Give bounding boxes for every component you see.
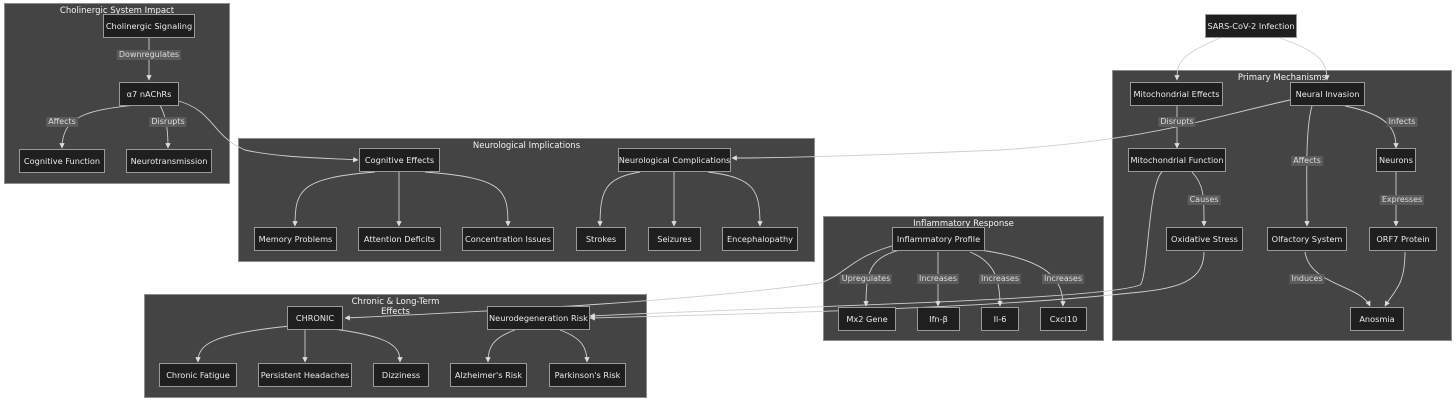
- edge-complications-strokes: [597, 171, 641, 227]
- node-strokes[interactable]: Strokes: [576, 227, 626, 251]
- node-neurotransmission[interactable]: Neurotransmission: [126, 149, 212, 173]
- edge-profile-il6: [969, 251, 1003, 307]
- edge-label-affects: Affects: [1291, 156, 1323, 166]
- node-persistent-headaches[interactable]: Persistent Headaches: [258, 363, 352, 387]
- node-cxcl10[interactable]: Cxcl10: [1040, 307, 1087, 331]
- node-il6[interactable]: Il-6: [981, 307, 1019, 331]
- node-memory-problems[interactable]: Memory Problems: [254, 227, 337, 251]
- node-neural-invasion[interactable]: Neural Invasion: [1290, 82, 1365, 106]
- node-cognitive-function[interactable]: Cognitive Function: [19, 149, 105, 173]
- edge-orf7-anosmia: [1384, 251, 1406, 307]
- edge-label-infects: Infects: [1386, 117, 1418, 127]
- cluster-title: Inflammatory Response: [913, 219, 1014, 229]
- node-chronic[interactable]: CHRONIC: [287, 306, 343, 330]
- node-alzheimers-risk[interactable]: Alzheimer's Risk: [450, 363, 527, 387]
- edge-chronic-dizziness: [324, 327, 403, 363]
- edge-label-causes: Causes: [1187, 195, 1221, 205]
- cluster-primary: Primary Mechanisms: [1112, 70, 1452, 341]
- node-neurons[interactable]: Neurons: [1376, 148, 1416, 172]
- cluster-title: Primary Mechanisms: [1237, 73, 1327, 83]
- edge-neural-complications: [731, 99, 1291, 161]
- edge-label-increases: Increases: [1041, 274, 1085, 284]
- edge-label-affects: Affects: [46, 117, 78, 127]
- node-cholinergic-signaling[interactable]: Cholinergic Signaling: [103, 14, 195, 38]
- node-orf7-protein[interactable]: ORF7 Protein: [1369, 227, 1437, 251]
- edge-profile-cxcl10: [979, 249, 1066, 307]
- edge-label-increases: Increases: [916, 274, 960, 284]
- node-neurological-complications[interactable]: Neurological Complications: [618, 148, 731, 172]
- edge-neurodeg-parkinsons: [559, 329, 590, 363]
- edge-oxidative-neurodegeneration: [589, 251, 1205, 321]
- node-mitochondrial-function[interactable]: Mitochondrial Function: [1128, 148, 1226, 172]
- edge-profile-mx2: [863, 249, 901, 307]
- edge-label-upregulates: Upregulates: [839, 274, 893, 284]
- node-olfactory-system[interactable]: Olfactory System: [1267, 227, 1347, 251]
- edge-olfactory-anosmia: [1304, 251, 1371, 307]
- edge-label-downregulates: Downregulates: [116, 50, 182, 60]
- node-oxidative-stress[interactable]: Oxidative Stress: [1166, 227, 1243, 251]
- edge-cogeff-memory: [292, 171, 376, 227]
- node-sars-cov2-infection[interactable]: SARS-CoV-2 Infection: [1205, 14, 1297, 38]
- edge-label-induces: Induces: [1289, 274, 1325, 284]
- edge-function-neurodegeneration: [589, 171, 1163, 319]
- edge-label-disrupts: Disrupts: [1158, 117, 1196, 127]
- edge-complications-encephalopathy: [707, 171, 763, 227]
- node-chronic-fatigue[interactable]: Chronic Fatigue: [159, 363, 237, 387]
- node-parkinsons-risk[interactable]: Parkinson's Risk: [549, 363, 626, 387]
- edge-profile-chronic: [344, 245, 893, 321]
- edge-label-disrupts: Disrupts: [149, 117, 187, 127]
- edge-nachrs-cognitive-function: [59, 104, 136, 149]
- edge-neural-neurons: [1344, 105, 1399, 149]
- node-seizures[interactable]: Seizures: [648, 227, 701, 251]
- cluster-title: Cholinergic System Impact: [59, 6, 175, 16]
- edge-nachrs-cognitive-effects: [174, 99, 359, 163]
- node-encephalopathy[interactable]: Encephalopathy: [722, 227, 798, 251]
- edge-label-increases: Increases: [978, 274, 1022, 284]
- edge-label-expresses: Expresses: [1379, 195, 1425, 205]
- cluster-title: Neurological Implications: [472, 141, 581, 151]
- node-mitochondrial-effects[interactable]: Mitochondrial Effects: [1130, 82, 1223, 106]
- node-inflammatory-profile[interactable]: Inflammatory Profile: [892, 227, 985, 251]
- node-cognitive-effects[interactable]: Cognitive Effects: [359, 148, 440, 172]
- edge-neural-olfactory: [1304, 105, 1313, 227]
- edge-neurodeg-alzheimers: [485, 329, 516, 363]
- edge-function-oxidative: [1191, 171, 1207, 227]
- cluster-title: Chronic & Long-Term Effects: [351, 297, 440, 317]
- node-neurodegeneration-risk[interactable]: Neurodegeneration Risk: [487, 306, 590, 330]
- node-dizziness[interactable]: Dizziness: [373, 363, 429, 387]
- node-a7-nachrs[interactable]: α7 nAChRs: [119, 82, 179, 106]
- node-attention-deficits[interactable]: Attention Deficits: [358, 227, 441, 251]
- node-anosmia[interactable]: Anosmia: [1350, 307, 1404, 331]
- edge-cogeff-concentration: [424, 171, 511, 227]
- node-concentration-issues[interactable]: Concentration Issues: [462, 227, 554, 251]
- edge-sars-neural: [1279, 37, 1330, 81]
- edge-chronic-fatigue: [195, 325, 291, 363]
- node-mx2-gene[interactable]: Mx2 Gene: [838, 307, 896, 331]
- edge-sars-mito: [1174, 37, 1221, 81]
- node-ifn-b[interactable]: Ifn-β: [917, 307, 960, 331]
